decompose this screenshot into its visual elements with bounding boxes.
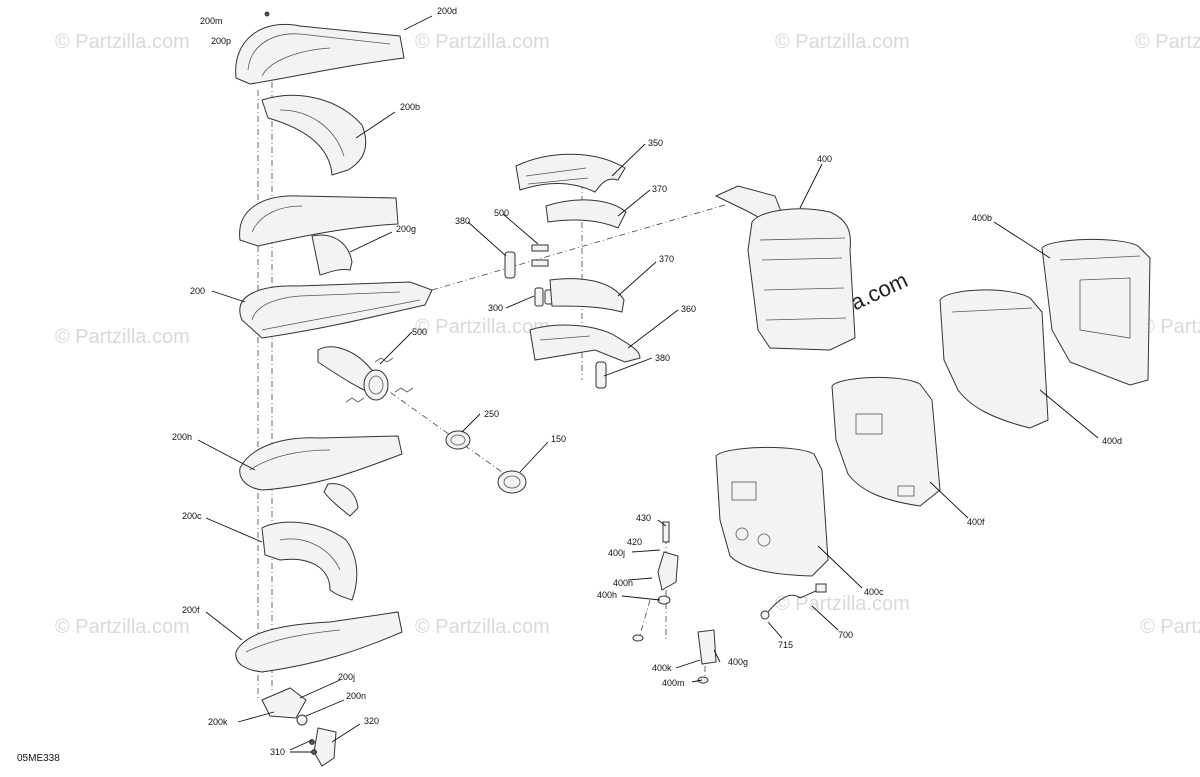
- heat-shield-200b: [261, 94, 367, 176]
- insulator-370-lower: [549, 278, 625, 313]
- spring-500: [531, 244, 549, 267]
- callout-420: 420: [627, 537, 642, 547]
- callout-200h: 200h: [172, 432, 192, 442]
- watermark: © Partzilla.com: [415, 616, 550, 638]
- heat-shield-400f: [831, 377, 941, 507]
- callout-360: 360: [681, 304, 696, 314]
- watermark: © Partzilla.com: [1135, 31, 1200, 53]
- callout-400k: 400k: [652, 663, 672, 673]
- heat-shield-400d: [939, 289, 1049, 429]
- heat-shield-200g: [239, 195, 399, 276]
- diagram-code: 05ME338: [17, 753, 60, 764]
- heat-shield-200c: [261, 521, 358, 601]
- callout-150: 150: [551, 434, 566, 444]
- watermark: © Partzilla.com: [55, 326, 190, 348]
- heat-shield-400b: [1041, 238, 1151, 386]
- watermark: © Partzilla.com: [1140, 316, 1200, 338]
- callout-400g: 400g: [728, 657, 748, 667]
- heat-shield-200d: [235, 11, 405, 85]
- callout-250: 250: [484, 409, 499, 419]
- callout-400f: 400f: [967, 517, 985, 527]
- callout-500-lower: 500: [412, 327, 427, 337]
- callout-310: 310: [270, 747, 285, 757]
- callout-200g: 200g: [396, 224, 416, 234]
- callout-400d: 400d: [1102, 436, 1122, 446]
- callout-370-upper: 370: [652, 184, 667, 194]
- callout-200d: 200d: [437, 6, 457, 16]
- callout-380-lower: 380: [655, 353, 670, 363]
- callout-400m: 400m: [662, 678, 685, 688]
- callout-200p: 200p: [211, 36, 231, 46]
- watermark: © Partzilla.com: [55, 616, 190, 638]
- callout-400c: 400c: [864, 587, 884, 597]
- mount-400g: [697, 629, 717, 684]
- callout-370-lower: 370: [659, 254, 674, 264]
- clamp-300: [534, 287, 554, 307]
- heat-shield-400c: [715, 446, 829, 577]
- callout-300: 300: [488, 303, 503, 313]
- callout-200m: 200m: [200, 16, 223, 26]
- callout-380-upper: 380: [455, 216, 470, 226]
- watermark: © Partzilla.com: [1140, 616, 1200, 638]
- callout-400: 400: [817, 154, 832, 164]
- callout-400b: 400b: [972, 213, 992, 223]
- muffler-200: [239, 281, 433, 403]
- clamp-380-lower: [595, 361, 607, 389]
- insulator-370-upper: [545, 199, 627, 229]
- watermark: © Partzilla.com: [55, 31, 190, 53]
- callout-320: 320: [364, 716, 379, 726]
- mount-400j: [632, 521, 679, 642]
- gasket-250: [445, 430, 471, 450]
- callout-500-upper: 500: [494, 208, 509, 218]
- callout-200b: 200b: [400, 102, 420, 112]
- watermark: © Partzilla.com: [415, 316, 550, 338]
- watermark: © Partzilla.com: [415, 31, 550, 53]
- callout-200c: 200c: [182, 511, 202, 521]
- callout-labels: 200m 200p 200d 200b 200g 200 200h 200c 2…: [172, 6, 1122, 757]
- callout-430: 430: [636, 513, 651, 523]
- callout-700: 700: [838, 630, 853, 640]
- callout-400n: 400n: [613, 578, 633, 588]
- callout-200f: 200f: [182, 605, 200, 615]
- callout-200n: 200n: [346, 691, 366, 701]
- callout-400j: 400j: [608, 548, 625, 558]
- watermark: © Partzilla.com: [775, 31, 910, 53]
- gasket-150: [497, 470, 527, 494]
- callout-200j: 200j: [338, 672, 355, 682]
- sensor-700: [760, 583, 827, 620]
- callout-715: 715: [778, 640, 793, 650]
- heat-shield-200h: [239, 435, 403, 517]
- heat-shield-200f: [235, 611, 403, 673]
- callout-200: 200: [190, 286, 205, 296]
- callout-200k: 200k: [208, 717, 228, 727]
- pipe-350: [515, 153, 626, 193]
- pipe-360: [529, 324, 641, 363]
- callout-350: 350: [648, 138, 663, 148]
- muffler-400: [714, 185, 856, 351]
- watermark: © Partzilla.com: [775, 593, 910, 615]
- clamp-380-upper: [504, 251, 516, 279]
- leader-lines: [197, 15, 1099, 753]
- callout-400h: 400h: [597, 590, 617, 600]
